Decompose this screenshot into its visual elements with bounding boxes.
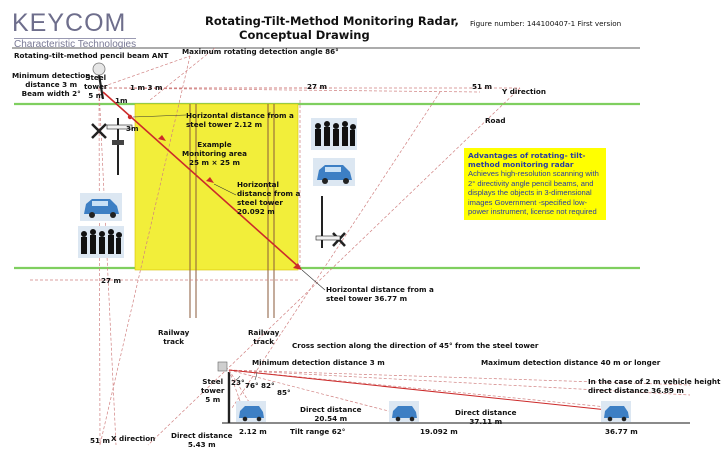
cs-dist-2-12-label: 2.12 m [239, 427, 267, 436]
example-area-line-2: Monitoring area [182, 149, 247, 158]
h-distance-2-12-line-2: steel tower 2.12 m [186, 120, 263, 129]
cs-direct-37-11-line-2: 37.11 m [469, 417, 503, 426]
dist-3m-label: 3m [126, 124, 139, 133]
cs-direct-20-54-label: Direct distance 20.54 m [300, 405, 361, 423]
min-detection-line-3: Beam width 2° [21, 89, 81, 98]
min-detection-label: Minimum detection distance 3 m Beam widt… [12, 71, 90, 98]
cs-min-detection-label: Minimum detection distance 3 m [252, 358, 385, 367]
angle-85-label: 85° [277, 388, 291, 397]
cross-section [217, 361, 691, 424]
car-right-icon [313, 158, 355, 186]
beam-45deg [102, 91, 301, 269]
cross-car-3-icon [601, 401, 631, 422]
label-pointers [132, 114, 326, 291]
h-distance-20-092-line-1: Horizontal [237, 180, 279, 189]
dist-1m-3m-label: 1 m 3 m [130, 83, 163, 92]
point-2-12m [127, 114, 133, 120]
dist-51m-top-label: 51 m [472, 82, 492, 91]
example-area-line-3: 25 m × 25 m [188, 158, 240, 167]
cs-steel-tower-line-2: tower [201, 386, 225, 395]
cs-vehicle-note: In the case of 2 m vehicle height direct… [588, 377, 720, 395]
cs-direct-20-54-line-2: 20.54 m [314, 414, 348, 423]
crossing-signal-right-icon [315, 196, 346, 248]
cs-direct-5-43-line-2: 5.43 m [187, 440, 216, 449]
dist-27m-top-label: 27 m [307, 82, 327, 91]
people-left-icon [78, 226, 124, 258]
max-angle-label: Maximum rotating detection angle 86° [182, 47, 339, 56]
railway-track-1-label: Railway track [158, 328, 189, 346]
h-distance-36-77-label: Horizontal distance from a steel tower 3… [326, 285, 434, 303]
beam-outline-lines [30, 47, 521, 446]
advantages-body: Achieves high-resolution scanning with 2… [468, 169, 599, 216]
steel-tower-top [97, 74, 105, 100]
cs-dist-36-77-label: 36.77 m [605, 427, 638, 436]
dist-1m-label: 1m [115, 96, 128, 105]
road-label: Road [485, 116, 506, 125]
cs-direct-5-43-label: Direct distance 5.43 m [171, 431, 232, 449]
railway-track-1-line-1: Railway [158, 328, 190, 337]
cross-car-2-icon [389, 401, 419, 422]
railway-track-2-line-1: Railway [248, 328, 280, 337]
min-detection-line-1: Minimum detection [12, 71, 91, 80]
arrow-20-092m [206, 177, 214, 183]
example-area-label: Example Monitoring area 25 m × 25 m [182, 140, 247, 167]
steel-tower-line-2: tower [84, 82, 108, 91]
h-distance-20-092-label: Horizontal distance from a steel tower 2… [237, 180, 300, 216]
cs-steel-tower-line-1: Steel [202, 377, 224, 386]
h-distance-20-092-line-2: distance from a [237, 189, 301, 198]
dist-27m-left-label: 27 m [101, 276, 121, 285]
radar-unit-icon [217, 361, 228, 372]
angle-76-label: 76° [245, 381, 259, 390]
title-line-1: Rotating-Tilt-Method Monitoring Radar, [205, 14, 459, 28]
cs-steel-tower-label: Steel tower 5 m [201, 377, 224, 404]
advantages-box: Advantages of rotating- tilt- method mon… [464, 148, 606, 220]
h-distance-36-77-line-1: Horizontal distance from a [326, 285, 434, 294]
cs-dist-19-092-label: 19.092 m [420, 427, 458, 436]
cs-direct-5-43-line-1: Direct distance [171, 431, 233, 440]
cs-direct-37-11-line-1: Direct distance [455, 408, 517, 417]
company-logo: KEYCOM [12, 9, 127, 37]
cs-dist-51m-label: 51 m [90, 436, 110, 445]
crossing-signal-left-icon [91, 118, 133, 175]
h-distance-2-12-line-1: Horizontal distance from a [186, 111, 294, 120]
h-distance-20-092-line-4: 20.092 m [237, 207, 275, 216]
title-line-2: Conceptual Drawing [239, 28, 370, 42]
railway-track-1-line-2: track [163, 337, 185, 346]
diagram-title: Rotating-Tilt-Method Monitoring Radar, C… [205, 14, 459, 42]
cs-direct-20-54-line-1: Direct distance [300, 405, 362, 414]
advantages-heading: Advantages of rotating- tilt- method mon… [468, 151, 586, 169]
cs-vehicle-note-line-1: In the case of 2 m vehicle height [588, 377, 721, 386]
figure-number: Figure number: 144100407-1 First version [470, 19, 622, 28]
cross-car-1-icon [236, 401, 266, 422]
antenna-label: Rotating-tilt-method pencil beam ANT [14, 51, 169, 60]
railway-track-2-label: Railway track [248, 328, 279, 346]
y-direction-label: Y direction [502, 87, 546, 96]
h-distance-2-12-label: Horizontal distance from a steel tower 2… [186, 111, 294, 129]
h-distance-20-092-line-3: steel tower [237, 198, 283, 207]
x-direction-label: X direction [111, 434, 156, 443]
h-distance-36-77-line-2: steel tower 36.77 m [326, 294, 408, 303]
company-tagline: Characteristic Technologies [14, 38, 137, 50]
arrow-36-77m [293, 263, 302, 270]
railway-track-2-line-2: track [253, 337, 275, 346]
steel-tower-line-1: Steel [85, 73, 107, 82]
antenna-icon [92, 62, 106, 76]
cross-section-title: Cross section along the direction of 45°… [292, 341, 539, 350]
steel-tower-line-3: 5 m [88, 91, 104, 100]
cs-direct-37-11-label: Direct distance 37.11 m [455, 408, 516, 426]
cs-tilt-range-label: Tilt range 62° [290, 427, 346, 436]
cs-max-detection-label: Maximum detection distance 40 m or longe… [481, 358, 661, 367]
cross-beam [228, 369, 618, 412]
angle-23-label: 23° [231, 378, 245, 387]
cs-vehicle-note-line-2: direct distance 36.89 m [588, 386, 684, 395]
min-detection-line-2: distance 3 m [25, 80, 78, 89]
angle-82-label: 82° [261, 381, 275, 390]
example-area-line-1: Example [197, 140, 232, 149]
car-left-icon [80, 193, 122, 221]
steel-tower-label: Steel tower 5 m [84, 73, 107, 100]
people-right-icon [311, 118, 357, 150]
arrow-mid [158, 135, 166, 141]
cs-steel-tower-line-3: 5 m [205, 395, 221, 404]
